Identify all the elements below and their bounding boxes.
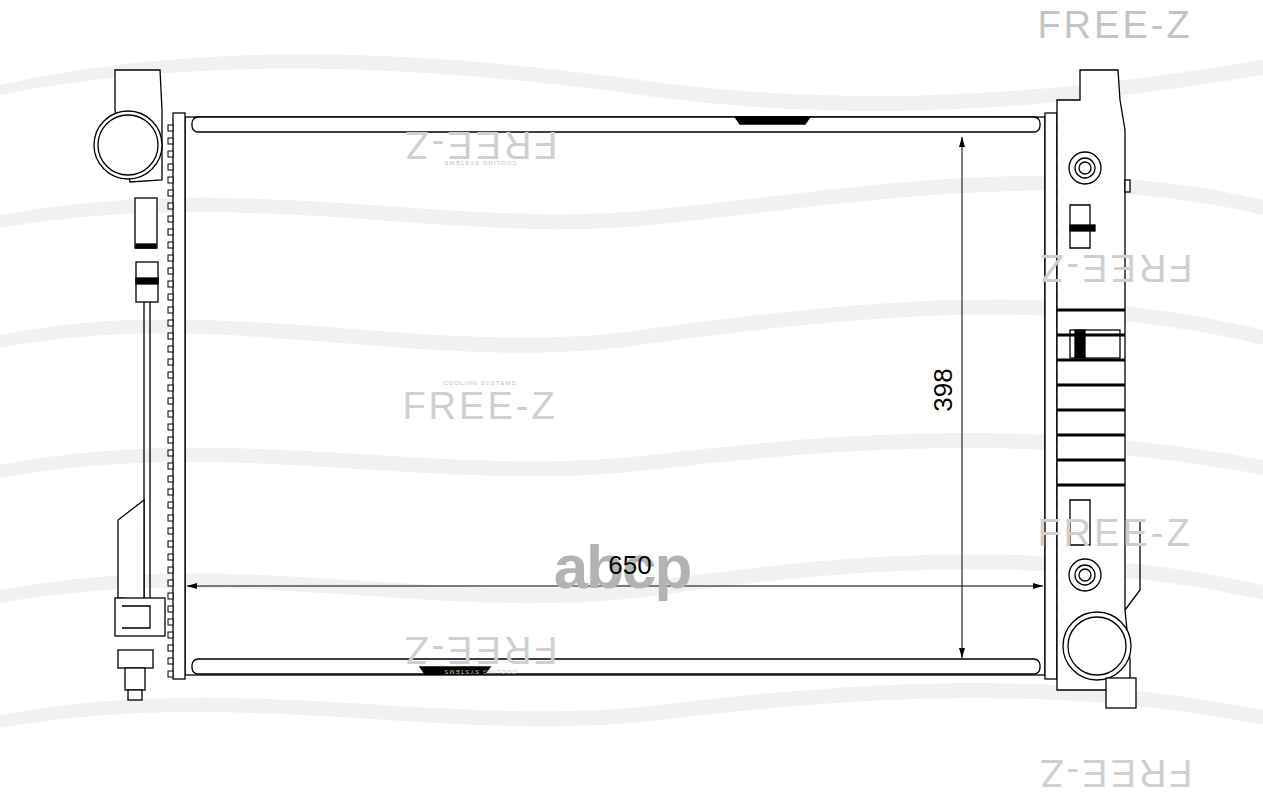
watermark-subtitle: COOLING SYSTEMS: [443, 380, 516, 386]
tank-rib: [1057, 434, 1125, 437]
tank-tooth: [168, 255, 173, 261]
watermark-subtitle: COOLING SYSTEMS: [443, 160, 516, 166]
watermark: FREE-Z: [1037, 754, 1192, 792]
watermark: FREE-Z: [1037, 514, 1192, 552]
watermark: FREE-Z: [1037, 6, 1192, 44]
tank-tooth: [168, 437, 173, 443]
tank-rib: [1057, 459, 1125, 462]
tank-tooth: [168, 307, 173, 313]
tank-tooth: [168, 554, 173, 560]
tank-tooth: [168, 294, 173, 300]
background-waves: [0, 54, 1263, 728]
tank-tooth: [168, 450, 173, 456]
tank-tooth: [168, 385, 173, 391]
tank-tooth: [168, 502, 173, 508]
tank-tooth: [168, 203, 173, 209]
watermark: FREE-Z: [402, 126, 557, 164]
tank-tooth: [168, 125, 173, 131]
tank-tooth: [168, 372, 173, 378]
watermark: FREE-Z: [1037, 249, 1192, 287]
tank-tooth: [168, 489, 173, 495]
tank-tooth: [168, 138, 173, 144]
tank-tooth: [168, 528, 173, 534]
dimension-value: 398: [930, 368, 956, 411]
tank-tooth: [168, 411, 173, 417]
radiator-outline: [94, 70, 1140, 708]
tank-tooth: [168, 242, 173, 248]
tank-tooth: [168, 593, 173, 599]
tank-tooth: [168, 515, 173, 521]
watermark: FREE-Z: [402, 387, 557, 425]
tank-rib: [1057, 484, 1125, 487]
tank-tooth: [168, 658, 173, 664]
tank-tooth: [168, 190, 173, 196]
tank-tooth: [168, 177, 173, 183]
tank-tooth: [168, 424, 173, 430]
tank-tooth: [168, 671, 173, 677]
tank-tooth: [168, 476, 173, 482]
tank-tooth: [168, 164, 173, 170]
tank-tooth: [168, 229, 173, 235]
watermark-subtitle: COOLING SYSTEMS: [443, 669, 516, 675]
tank-tooth: [168, 463, 173, 469]
watermark: FREE-Z: [402, 631, 557, 669]
tank-tooth: [168, 580, 173, 586]
dimension-value: 650: [608, 552, 651, 578]
tank-tooth: [168, 346, 173, 352]
tank-tooth: [168, 216, 173, 222]
tank-rib: [1057, 409, 1125, 412]
tank-tooth: [168, 645, 173, 651]
tank-tooth: [168, 333, 173, 339]
tank-tooth: [168, 268, 173, 274]
tank-tooth: [168, 320, 173, 326]
tank-tooth: [168, 632, 173, 638]
tank-tooth: [168, 606, 173, 612]
tank-tooth: [168, 567, 173, 573]
tank-rib: [1057, 359, 1125, 362]
tank-tooth: [168, 619, 173, 625]
tank-tooth: [168, 541, 173, 547]
dimension-lines: [187, 137, 1043, 658]
tank-tooth: [168, 398, 173, 404]
tank-tooth: [168, 359, 173, 365]
tank-tooth: [168, 151, 173, 157]
tank-rib: [1057, 334, 1125, 337]
tank-rib: [1057, 309, 1125, 312]
tank-tooth: [168, 281, 173, 287]
tank-rib: [1057, 384, 1125, 387]
